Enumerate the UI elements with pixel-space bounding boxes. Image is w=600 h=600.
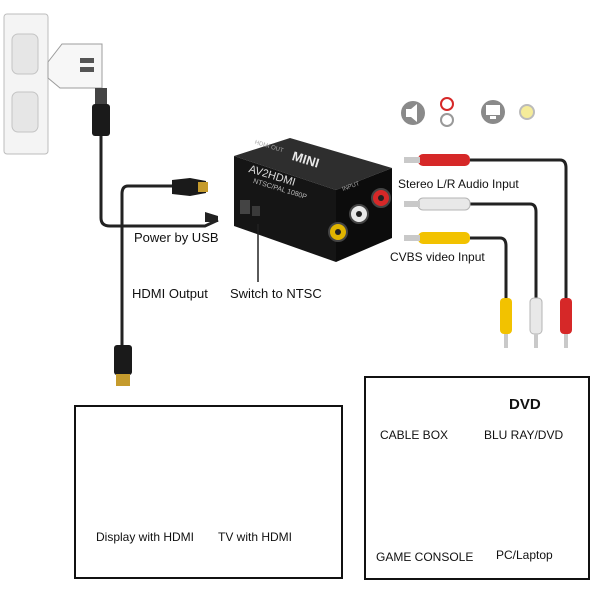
wall-outlet-icon bbox=[3, 13, 49, 155]
hdmi-output-label: HDMI Output bbox=[132, 286, 208, 301]
audio-input-label: Stereo L/R Audio Input bbox=[398, 177, 519, 191]
output-label-tv: TV with HDMI bbox=[218, 530, 293, 544]
source-label-game-console: GAME CONSOLE bbox=[376, 550, 474, 564]
dvd-badge: DVD bbox=[509, 396, 541, 413]
video-jack-icon bbox=[519, 104, 535, 120]
source-label-bluray-dvd: BLU RAY/DVD bbox=[484, 428, 564, 442]
monitor-small-icon bbox=[481, 100, 505, 124]
speaker-icon bbox=[401, 101, 425, 125]
rca-cables bbox=[404, 154, 572, 348]
output-label-display: Display with HDMI bbox=[96, 530, 195, 544]
audio-jack-icon bbox=[440, 97, 454, 127]
output-devices-box bbox=[74, 405, 343, 579]
source-label-cable-box: CABLE BOX bbox=[380, 428, 449, 442]
source-devices-box bbox=[364, 376, 590, 580]
usb-power-adapter-icon bbox=[47, 43, 103, 89]
hdmi-cable bbox=[114, 178, 208, 386]
power-label: Power by USB bbox=[134, 230, 219, 245]
av2hdmi-converter bbox=[234, 138, 392, 262]
video-input-label: CVBS video Input bbox=[390, 250, 485, 264]
source-label-pc-laptop: PC/Laptop bbox=[496, 548, 553, 562]
switch-label: Switch to NTSC bbox=[230, 286, 322, 301]
usb-cable bbox=[92, 88, 219, 228]
